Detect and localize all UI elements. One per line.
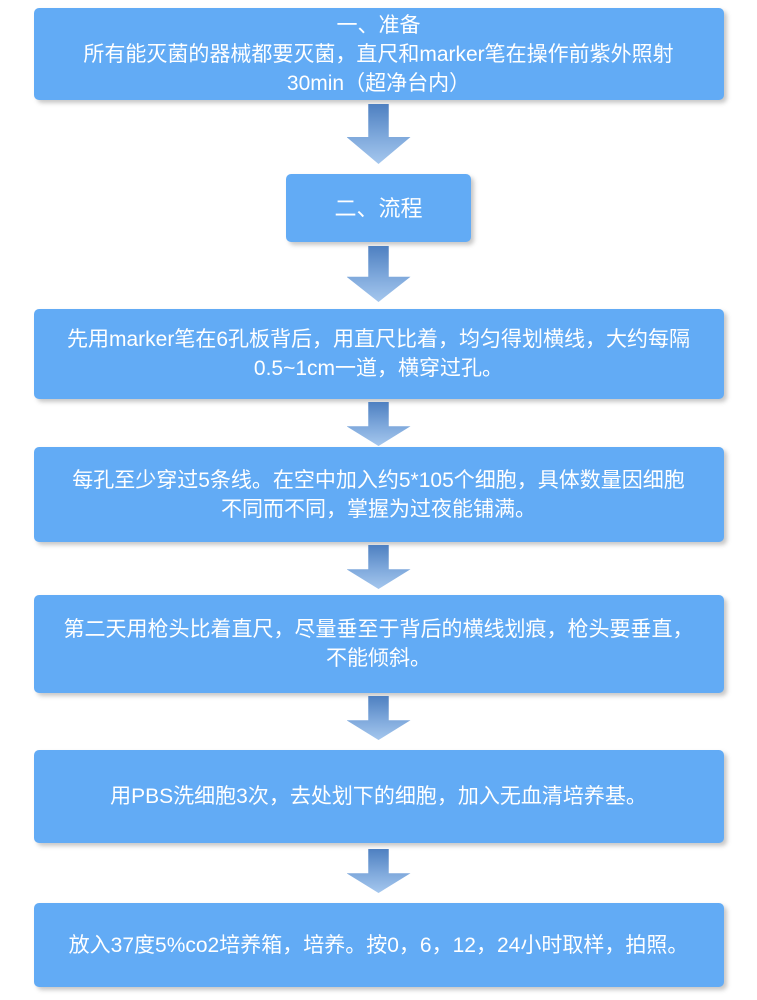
flow-step-seed-cells: 每孔至少穿过5条线。在空中加入约5*105个细胞，具体数量因细胞 不同而不同，掌… xyxy=(33,447,724,542)
step-text-line: 先用marker笔在6孔板背后，用直尺比着，均匀得划横线，大约每隔 xyxy=(66,328,690,351)
step-text-line: 所有能灭菌的器械都要灭菌，直尺和marker笔在操作前紫外照射 xyxy=(83,42,674,66)
step-text-line: 放入37度5%co2培养箱，培养。按0，6，12，24小时取样，拍照。 xyxy=(68,933,689,957)
step-text-line: 不能倾斜。 xyxy=(326,647,431,670)
flow-step-incubate-photograph: 放入37度5%co2培养箱，培养。按0，6，12，24小时取样，拍照。 xyxy=(33,903,724,987)
flow-step-wash-pbs: 用PBS洗细胞3次，去处划下的细胞，加入无血清培养基。 xyxy=(33,750,724,843)
down-arrow-icon xyxy=(346,246,411,302)
down-arrow-icon xyxy=(346,402,411,446)
down-arrow-icon xyxy=(346,849,411,893)
flow-step-preparation: 一、准备 所有能灭菌的器械都要灭菌，直尺和marker笔在操作前紫外照射 30m… xyxy=(33,8,724,100)
flow-step-process: 二、流程 xyxy=(286,174,471,242)
flow-step-scratch-wound: 第二天用枪头比着直尺，尽量垂至于背后的横线划痕，枪头要垂直， 不能倾斜。 xyxy=(33,595,724,693)
step-text-line: 用PBS洗细胞3次，去处划下的细胞，加入无血清培养基。 xyxy=(110,785,647,808)
down-arrow-icon xyxy=(346,545,411,589)
down-arrow-icon xyxy=(346,104,411,164)
step-text-line: 30min（超净台内） xyxy=(286,71,471,95)
flow-step-draw-guide-lines: 先用marker笔在6孔板背后，用直尺比着，均匀得划横线，大约每隔 0.5~1c… xyxy=(33,309,724,399)
step-heading: 二、流程 xyxy=(334,195,423,221)
step-text-line: 0.5~1cm一道，横穿过孔。 xyxy=(253,357,504,380)
step-text-line: 每孔至少穿过5条线。在空中加入约5*105个细胞，具体数量因细胞 xyxy=(72,468,685,492)
step-heading: 一、准备 xyxy=(336,13,421,37)
down-arrow-icon xyxy=(346,696,411,740)
step-text-line: 第二天用枪头比着直尺，尽量垂至于背后的横线划痕，枪头要垂直， xyxy=(63,618,694,641)
step-text-line: 不同而不同，掌握为过夜能铺满。 xyxy=(221,497,536,521)
